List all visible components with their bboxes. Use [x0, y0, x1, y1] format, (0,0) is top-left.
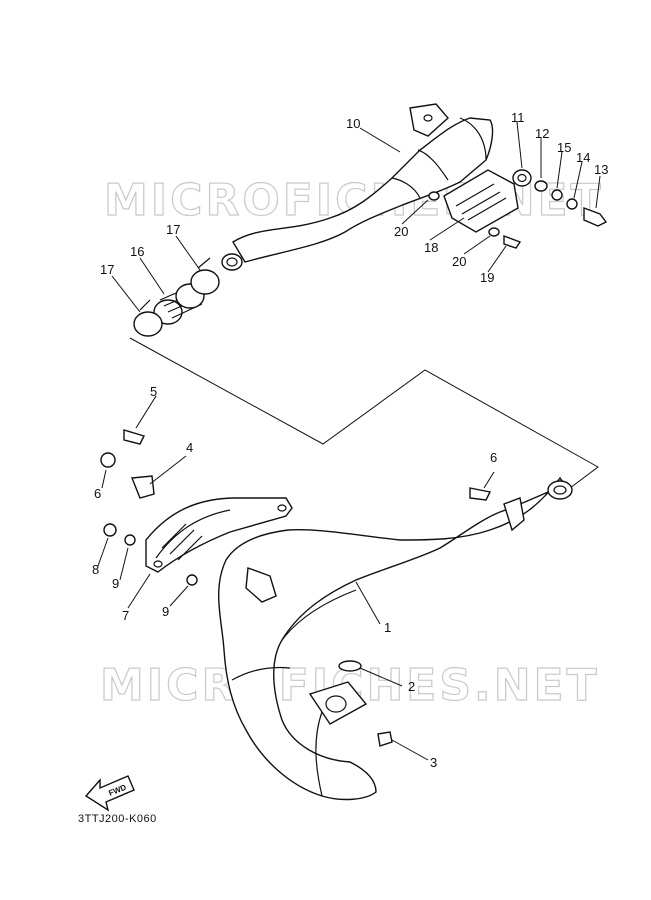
fwd-arrow-icon: FWD	[84, 775, 135, 812]
bolt-8	[103, 523, 117, 537]
bolt-6b	[469, 487, 492, 501]
callout-1: 1	[384, 620, 391, 635]
assembly-outline	[129, 337, 599, 489]
washer-9b	[186, 574, 198, 586]
callout-6b: 6	[490, 450, 497, 465]
callout-12: 12	[535, 126, 549, 141]
bolt-19	[503, 234, 522, 249]
callout-16: 16	[130, 244, 144, 259]
callout-14: 14	[576, 150, 590, 165]
washer-20b	[488, 227, 500, 237]
callout-20b: 20	[452, 254, 466, 269]
callout-5: 5	[150, 384, 157, 399]
bolt-6a	[100, 452, 116, 468]
stay	[131, 475, 155, 499]
callout-4: 4	[186, 440, 193, 455]
leader-lines	[97, 121, 601, 761]
callout-20a: 20	[394, 224, 408, 239]
protector	[145, 497, 293, 573]
callout-2: 2	[408, 679, 415, 694]
callout-9a: 9	[112, 576, 119, 591]
exhaust-pipe	[217, 476, 573, 801]
grommet	[512, 169, 532, 187]
collar	[534, 180, 548, 192]
silencer	[221, 103, 494, 271]
bolt-5	[123, 429, 145, 445]
callout-18: 18	[424, 240, 438, 255]
callout-9b: 9	[162, 604, 169, 619]
callout-7: 7	[122, 608, 129, 623]
clamp-17b	[133, 299, 163, 337]
callout-17b: 17	[100, 262, 114, 277]
callout-15: 15	[557, 140, 571, 155]
diagram-code: 3TTJ200-K060	[78, 813, 157, 825]
callout-8: 8	[92, 562, 99, 577]
callout-11: 11	[511, 110, 525, 125]
flange	[308, 681, 368, 725]
callout-10: 10	[346, 116, 360, 131]
washer-15	[551, 189, 563, 201]
washer-20a	[428, 191, 440, 201]
callout-17a: 17	[166, 222, 180, 237]
callout-13: 13	[594, 162, 608, 177]
callout-19: 19	[480, 270, 494, 285]
nut	[377, 731, 393, 747]
callout-3: 3	[430, 755, 437, 770]
washer-9a	[124, 534, 136, 546]
callout-6a: 6	[94, 486, 101, 501]
washer-14	[566, 198, 578, 210]
bolt-13	[583, 206, 608, 227]
bracket	[443, 169, 519, 233]
clamp-17a	[190, 257, 220, 295]
gasket	[338, 660, 362, 672]
